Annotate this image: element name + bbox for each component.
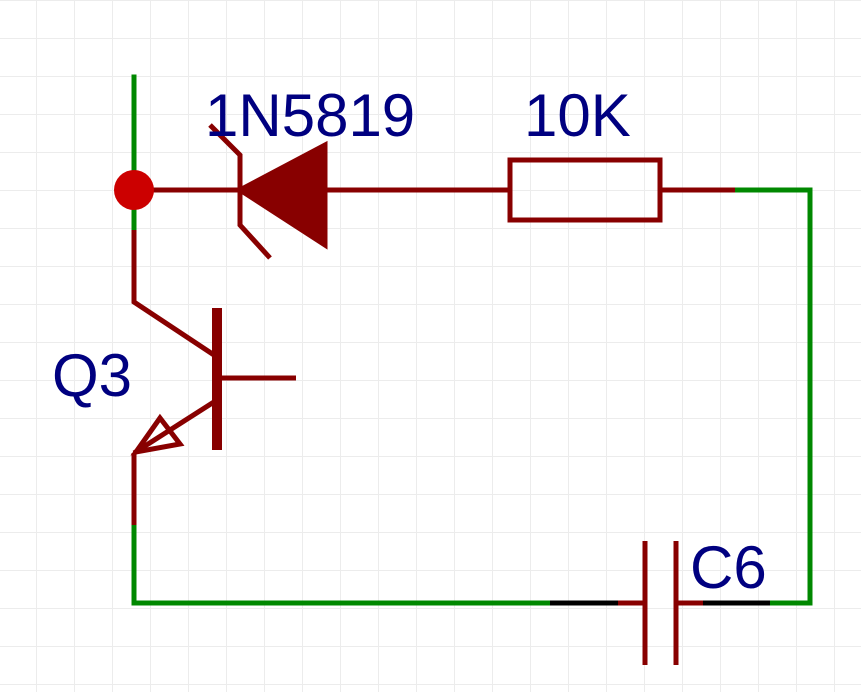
diode-cathode-bar (208, 123, 272, 260)
components (130, 123, 735, 665)
capacitor-symbol (618, 541, 703, 665)
resistor-symbol (507, 157, 735, 223)
wire-bottom-left (131, 522, 553, 606)
capacitor-designator-label: C6 (690, 534, 767, 601)
transistor-collector (131, 230, 219, 360)
diode-triangle (235, 140, 328, 250)
diode-designator-label: 1N5819 (205, 82, 416, 149)
transistor-designator-label: Q3 (52, 342, 133, 409)
transistor-emitter (132, 397, 219, 456)
wires (131, 74, 813, 606)
junction-dot (114, 170, 154, 210)
transistor-emitter-arrow (130, 413, 185, 456)
wire-right-loop (732, 187, 813, 606)
resistor-value-label: 10K (524, 82, 631, 149)
npn-transistor-symbol (130, 230, 296, 525)
resistor-body (507, 157, 663, 223)
